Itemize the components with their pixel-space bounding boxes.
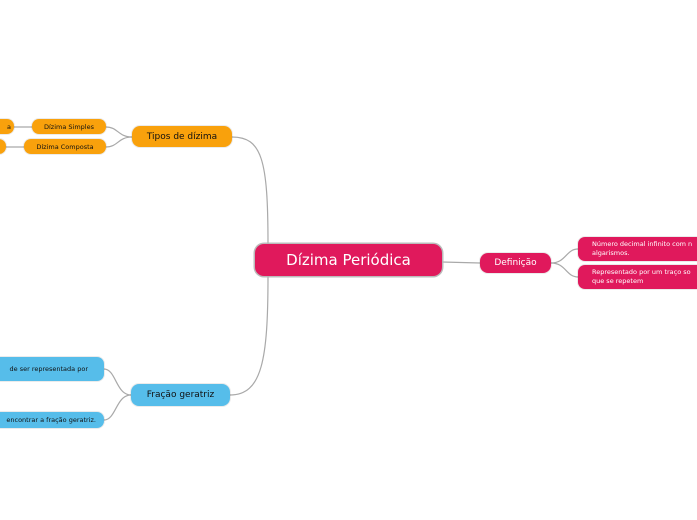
branch-tipos-de-dizima[interactable]: Tipos de dízima: [132, 126, 232, 147]
central-topic[interactable]: Dízima Periódica: [255, 244, 442, 276]
link-tipos-simples: [105, 126, 133, 138]
node-dizima-simples[interactable]: Dízima Simples: [32, 119, 106, 134]
link-fracao-1: [103, 368, 132, 396]
link-center-definicao: [441, 261, 481, 264]
node-fracao-representada[interactable]: de ser representada por: [0, 357, 104, 381]
link-def-2: [550, 262, 579, 278]
node-dizima-composta[interactable]: Dízima Composta: [24, 139, 106, 154]
link-center-tipos: [231, 136, 269, 245]
branch-definicao[interactable]: Definição: [480, 253, 551, 273]
link-fracao-2: [103, 394, 132, 421]
link-center-fracao: [229, 275, 269, 396]
node-cut-off-a[interactable]: a: [0, 119, 14, 134]
node-definicao-numero-decimal[interactable]: Número decimal infinito com n algarismos…: [578, 237, 697, 261]
node-definicao-representado[interactable]: Representado por um traço so que se repe…: [578, 265, 697, 289]
node-fracao-encontrar[interactable]: encontrar a fração geratriz.: [0, 412, 104, 428]
branch-fracao-geratriz[interactable]: Fração geratriz: [131, 384, 230, 406]
node-cut-off-b[interactable]: [0, 139, 6, 154]
link-tipos-composta: [105, 136, 133, 148]
link-def-1: [550, 248, 579, 264]
